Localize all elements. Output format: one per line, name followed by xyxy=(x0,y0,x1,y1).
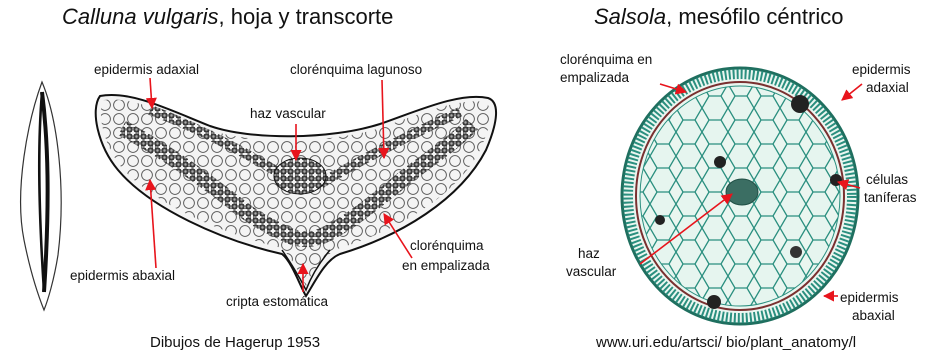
label-celulas-1: células xyxy=(866,172,908,188)
label-clorenquima-en-2: empalizada xyxy=(560,70,629,86)
label-clorenquima-empalizada-1: clorénquima xyxy=(410,238,484,254)
label-epidermis-adaxial-2: adaxial xyxy=(866,80,909,96)
label-clorenquima-en-1: clorénquima en xyxy=(560,52,652,68)
label-clorenquima-empalizada-2: en empalizada xyxy=(402,258,490,274)
label-celulas-2: taníferas xyxy=(864,190,917,206)
salsola-cross-section xyxy=(622,68,858,324)
label-haz-vascular: haz vascular xyxy=(250,106,326,122)
label-epidermis-abaxial-2: abaxial xyxy=(852,308,895,324)
caption-left: Dibujos de Hagerup 1953 xyxy=(150,334,320,351)
label-epidermis-abaxial-1: epidermis xyxy=(840,290,899,306)
label-epidermis-adaxial: epidermis adaxial xyxy=(94,62,199,78)
label-clorenquima-lagunoso: clorénquima lagunoso xyxy=(290,62,422,78)
caption-right: www.uri.edu/artsci/ bio/plant_anatomy/l xyxy=(596,334,856,351)
central-bundle xyxy=(726,179,758,205)
label-haz-2: vascular xyxy=(566,264,616,280)
label-cripta-estomatica: cripta estomática xyxy=(226,294,328,310)
arrow-epidermis-adaxial-r xyxy=(842,84,862,100)
label-epidermis-adaxial-1: epidermis xyxy=(852,62,911,78)
label-haz-1: haz xyxy=(578,246,600,262)
leaf-outline xyxy=(21,82,62,310)
label-epidermis-abaxial: epidermis abaxial xyxy=(70,268,175,284)
vascular-bundle xyxy=(274,158,326,194)
